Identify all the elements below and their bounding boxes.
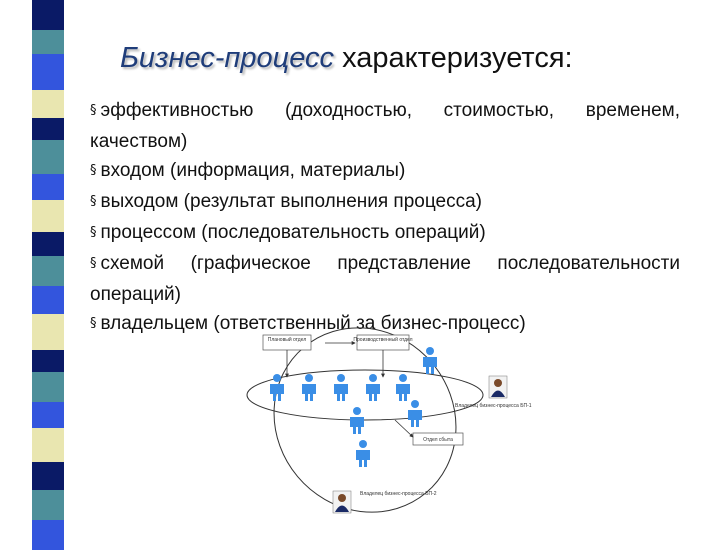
- stripe-block: [32, 286, 64, 314]
- stripe-block: [32, 0, 64, 30]
- owner1-label: Владелец бизнес-процесса БП-1: [455, 403, 532, 409]
- person-icon: [302, 374, 316, 401]
- stripe-block: [32, 54, 64, 90]
- bullet-text: выходом (результат выполнения процесса): [100, 191, 482, 212]
- owner-icon: [488, 375, 508, 399]
- process-ellipse-1: [246, 369, 484, 421]
- stripe-block: [32, 350, 64, 372]
- bullet-text: владельцем (ответственный за бизнес-проц…: [100, 313, 526, 334]
- stripe-block: [32, 428, 64, 462]
- person-icon: [350, 407, 364, 434]
- box-production-label: Производственный отдел: [353, 336, 412, 343]
- stripe-block: [32, 462, 64, 490]
- bullet-item: §владельцем (ответственный за бизнес-про…: [90, 309, 680, 340]
- person-icon: [423, 347, 437, 374]
- stripe-block: [32, 118, 64, 140]
- owner-icon: [332, 490, 352, 514]
- box-planning-label: Плановый отдел: [268, 336, 307, 343]
- bullet-text: эффективностью (доходностью, стоимостью,…: [90, 100, 680, 152]
- person-icon: [334, 374, 348, 401]
- stripe-block: [32, 140, 64, 174]
- person-icon: [356, 440, 370, 467]
- bullet-text: процессом (последовательность операций): [100, 222, 486, 243]
- decorative-side-stripe: [0, 0, 64, 550]
- stripe-block: [32, 520, 64, 550]
- title-rest: характеризуется:: [334, 42, 573, 74]
- bullet-marker-icon: §: [90, 163, 97, 178]
- title-emphasis: Бизнес-процесс: [120, 42, 335, 74]
- bullet-item: §процессом (последовательность операций): [90, 218, 680, 249]
- stripe-block: [32, 314, 64, 350]
- bullet-marker-icon: §: [90, 225, 97, 240]
- slide-title: Бизнес-процесс характеризуется:: [120, 42, 573, 75]
- stripe-block: [32, 90, 64, 118]
- person-icon: [366, 374, 380, 401]
- owner2-label: Владелец бизнес-процесса БП-2: [360, 491, 437, 497]
- bullet-text: входом (информация, материалы): [100, 160, 406, 181]
- stripe-block: [32, 232, 64, 256]
- bullet-marker-icon: §: [90, 103, 97, 118]
- stripe-block: [32, 490, 64, 520]
- bullet-list: §эффективностью (доходностью, стоимостью…: [90, 96, 680, 340]
- stripe-block: [32, 200, 64, 232]
- person-icon: [396, 374, 410, 401]
- person-icon: [270, 374, 284, 401]
- stripe-block: [32, 174, 64, 200]
- stripe-block: [32, 372, 64, 402]
- stripe-block: [32, 402, 64, 428]
- box-supply: [412, 432, 464, 446]
- process-diagram: Плановый отдел Производственный отдел От…: [246, 327, 532, 514]
- bullet-marker-icon: §: [90, 316, 97, 331]
- stripe-block: [32, 256, 64, 286]
- bullet-marker-icon: §: [90, 256, 97, 271]
- box-supply-label: Отдел сбыта: [423, 437, 453, 443]
- bullet-item: §выходом (результат выполнения процесса): [90, 187, 680, 218]
- person-icon: [408, 400, 422, 427]
- bullet-item: §схемой (графическое представление после…: [90, 249, 680, 309]
- bullet-item: §входом (информация, материалы): [90, 156, 680, 187]
- bullet-marker-icon: §: [90, 194, 97, 209]
- bullet-text: схемой (графическое представление послед…: [90, 253, 680, 305]
- stripe-block: [32, 30, 64, 54]
- bullet-item: §эффективностью (доходностью, стоимостью…: [90, 96, 680, 156]
